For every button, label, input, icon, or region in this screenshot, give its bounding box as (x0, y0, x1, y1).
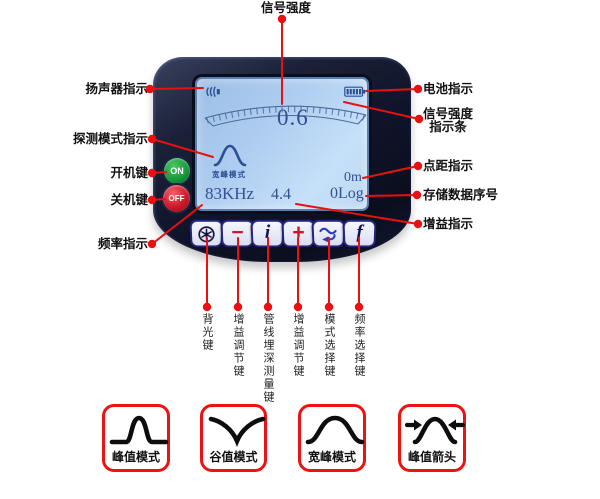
narrow-peak-icon (109, 415, 169, 445)
power-on-button[interactable]: ON (164, 158, 190, 184)
label-frequency-indicator: 频率指示 (97, 237, 148, 251)
label-gain-indicator: 增益指示 (423, 217, 474, 231)
power-off-label: OFF (168, 194, 185, 203)
label-backlight-key: 背光键 (201, 313, 213, 352)
label-gain-adjust-key-2: 增益调节键 (292, 313, 304, 378)
lcd-screen: 0.6 宽峰模式 0m 83KHz 4.4 0Log (195, 77, 369, 211)
battery-icon (344, 86, 366, 97)
label-signal-strength-bar-line2: 指示条 (429, 120, 467, 134)
label-power-on-key: 开机键 (110, 166, 148, 180)
label-battery-indicator: 电池指示 (423, 82, 474, 96)
plus-icon: + (292, 220, 305, 244)
card-peak-mode: 峰值模式 (102, 404, 170, 472)
card-peak-arrows-label: 峰值箭头 (407, 450, 456, 464)
power-off-button[interactable]: OFF (163, 185, 190, 212)
label-frequency-select-key: 频率选择键 (353, 313, 365, 378)
label-signal-strength: 信号强度 (260, 1, 311, 15)
minus-icon: − (231, 220, 244, 244)
lcd-gain-value: 4.4 (271, 186, 291, 203)
lcd-frequency-value: 83KHz (205, 184, 255, 203)
label-depth-measure-key: 管线埋深测量键 (262, 313, 274, 404)
label-distance-indicator: 点距指示 (423, 159, 474, 173)
mode-select-key[interactable] (311, 219, 346, 248)
info-icon: i (264, 221, 271, 243)
card-valley-mode-label: 谷值模式 (209, 450, 258, 464)
label-signal-strength-bar-line1: 信号强度 (422, 107, 473, 121)
card-wide-peak-mode: 宽峰模式 (298, 404, 366, 472)
depth-measure-key[interactable]: i (250, 219, 285, 248)
valley-icon (208, 416, 266, 447)
speaker-icon (206, 86, 220, 98)
label-power-off-key: 关机键 (110, 193, 148, 207)
lcd-distance-value: 0m (344, 170, 362, 185)
backlight-icon (197, 224, 217, 243)
gain-plus-key[interactable]: + (281, 219, 316, 248)
wide-peak-curve-icon (213, 144, 247, 167)
signal-strength-reading: 0.6 (277, 105, 309, 130)
label-stored-data-index: 存储数据序号 (423, 188, 499, 202)
card-peak-arrows: 峰值箭头 (398, 404, 466, 472)
frequency-select-key[interactable]: f (342, 219, 377, 248)
card-peak-mode-label: 峰值模式 (111, 450, 160, 464)
lcd-log-index-value: 0Log (330, 185, 364, 202)
mode-select-icon (318, 225, 340, 243)
card-valley-mode: 谷值模式 (200, 404, 267, 472)
gain-minus-key[interactable]: − (220, 219, 255, 248)
frequency-icon: f (356, 221, 363, 243)
card-wide-peak-mode-label: 宽峰模式 (307, 450, 356, 464)
wide-peak-icon (305, 415, 365, 445)
backlight-key[interactable] (189, 219, 224, 248)
label-detect-mode-indicator: 探测模式指示 (72, 132, 148, 146)
label-mode-select-key: 模式选择键 (323, 313, 335, 378)
lcd-mode-label: 宽峰模式 (212, 170, 246, 179)
label-speaker-indicator: 扬声器指示 (85, 82, 148, 96)
power-on-label: ON (170, 166, 184, 176)
label-signal-strength-bar: 信号强度 指示条 (420, 108, 476, 134)
peak-arrows-icon (405, 416, 465, 445)
label-gain-adjust-key-1: 增益调节键 (232, 313, 244, 378)
